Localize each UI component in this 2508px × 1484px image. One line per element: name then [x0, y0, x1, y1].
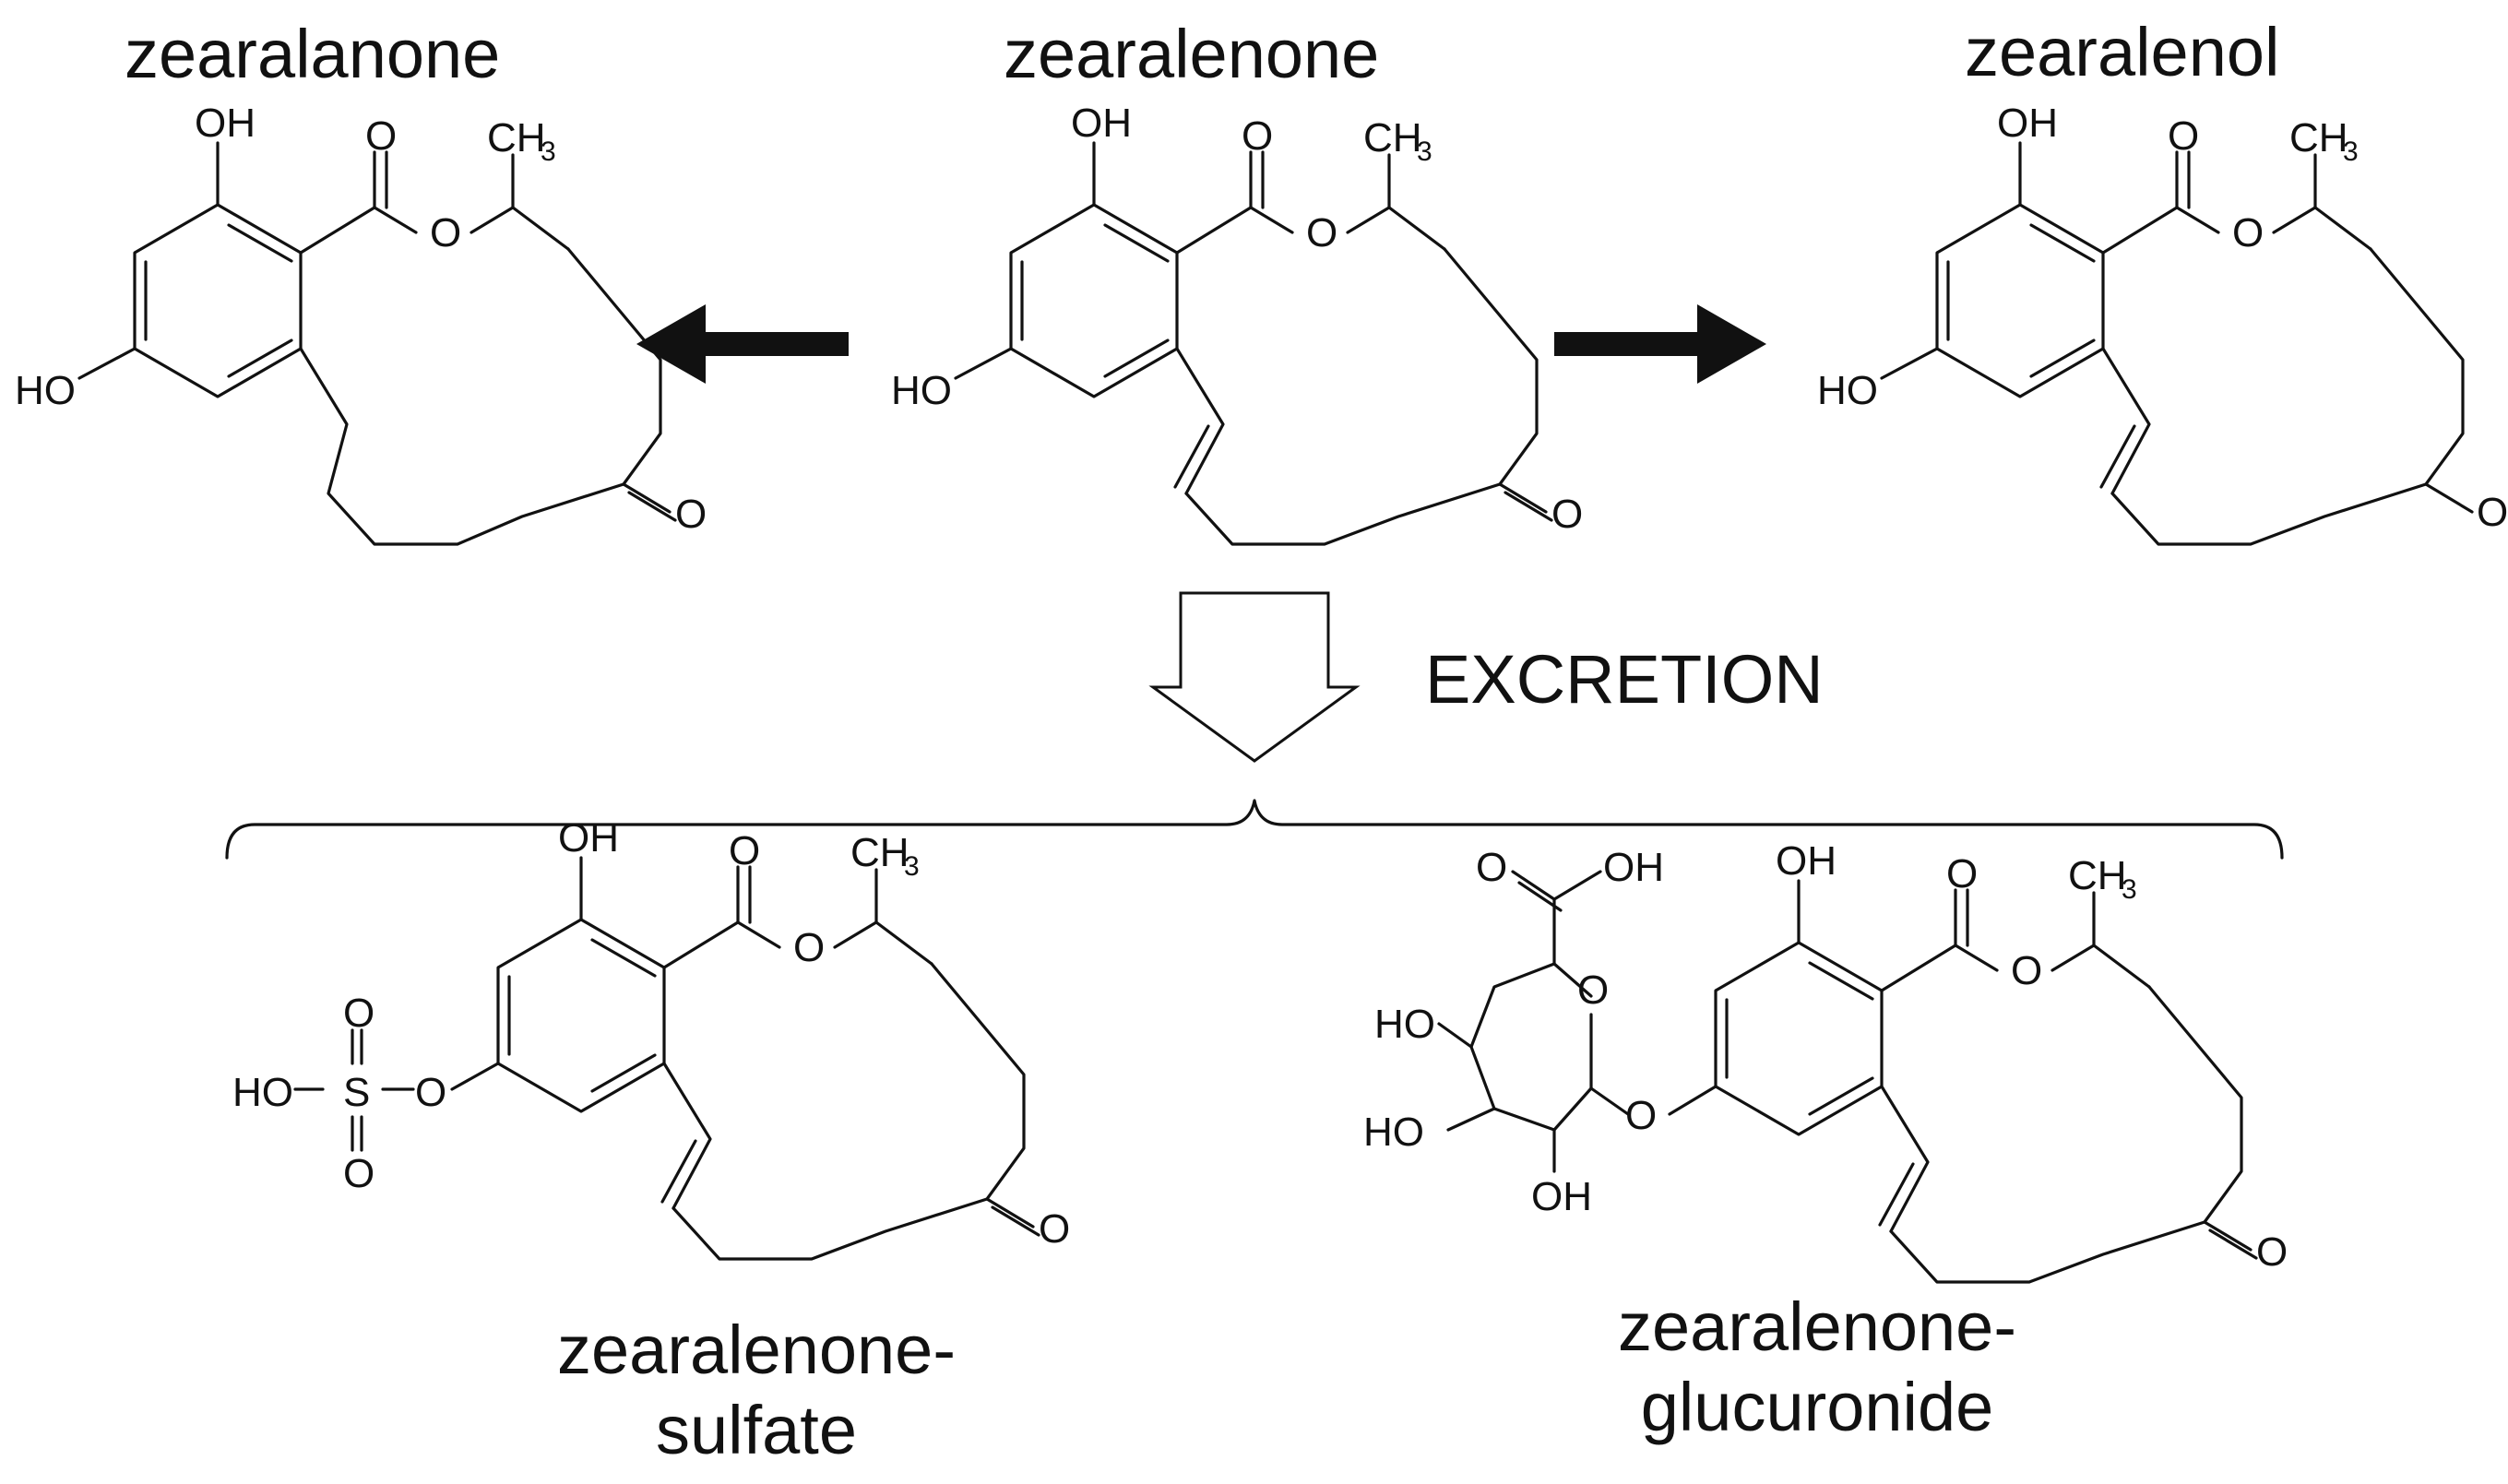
- atom-label: OH: [1071, 101, 1132, 146]
- title-line-1: zearalenone-: [1618, 1288, 2016, 1365]
- atom-label: OH: [1997, 101, 2058, 146]
- arrow-right-icon: [1554, 304, 1766, 384]
- title-line-2: sulfate: [655, 1392, 858, 1469]
- arrow-left-icon: [636, 304, 849, 384]
- atom-label: O: [1551, 492, 1583, 537]
- atom-label: 3: [2343, 137, 2359, 167]
- structure-zearalenone: OH HO O O CH 3 O: [891, 101, 1583, 544]
- compound-title-zearalenone-sulfate: zearalenone- sulfate: [526, 1310, 987, 1471]
- atom-label: OH: [1531, 1174, 1592, 1219]
- atom-label: O: [2011, 948, 2042, 993]
- atom-label: 3: [904, 851, 920, 882]
- atom-label: O: [729, 828, 760, 873]
- brace: [225, 799, 2284, 860]
- atom-label: O: [2256, 1229, 2288, 1275]
- atom-label: 3: [2122, 874, 2137, 905]
- atom-label: OH: [1776, 838, 1836, 884]
- atom-label: O: [1242, 113, 1273, 159]
- excretion-label: EXCRETION: [1425, 641, 1824, 718]
- compound-title-zearalenone-glucuronide: zearalenone- glucuronide: [1559, 1287, 2075, 1448]
- atom-label: O: [415, 1070, 446, 1115]
- atom-label: O: [1476, 845, 1507, 890]
- atom-label: CH: [1363, 115, 1422, 160]
- atom-label: CH: [2289, 115, 2348, 160]
- atom-label: HO: [15, 368, 76, 413]
- atom-label: S: [343, 1070, 370, 1115]
- atom-label: HO: [1374, 1002, 1435, 1047]
- atom-label: O: [675, 492, 707, 537]
- atom-label: O: [343, 1151, 374, 1196]
- atom-label: HO: [891, 368, 952, 413]
- atom-label: O: [793, 925, 825, 970]
- atom-label: O: [1306, 210, 1337, 255]
- atom-label: OH: [195, 101, 256, 146]
- atom-label: 3: [541, 137, 556, 167]
- compound-title-zearalanone: zearalanone: [125, 16, 501, 92]
- atom-label: HO: [232, 1070, 293, 1115]
- atom-label: O: [1577, 968, 1609, 1013]
- atom-label: OH: [1603, 845, 1664, 890]
- excretion-arrow-icon: [1148, 591, 1361, 763]
- structure-zearalanone: OH HO O O CH 3 O: [15, 101, 707, 544]
- atom-label: CH: [2068, 853, 2127, 898]
- structure-zearalenone-sulfate: OH O S O O HO O O CH 3 O: [232, 815, 1070, 1259]
- atom-label: OH: [558, 815, 619, 861]
- atom-label: O: [2232, 210, 2264, 255]
- atom-label: O: [1625, 1093, 1657, 1138]
- compound-title-zearalenol: zearalenol: [1965, 14, 2280, 90]
- atom-label: O: [1039, 1206, 1070, 1252]
- structure-zearalenone-glucuronide: OH O O O OH HO HO OH O O CH 3 O: [1363, 838, 2288, 1282]
- atom-label: CH: [850, 830, 909, 875]
- atom-label: CH: [487, 115, 546, 160]
- atom-label: O: [343, 991, 374, 1036]
- atom-label: O: [2168, 113, 2199, 159]
- title-line-2: glucuronide: [1640, 1369, 1994, 1446]
- atom-label: O: [365, 113, 397, 159]
- atom-label: 3: [1417, 137, 1432, 167]
- structure-zearalenol: OH HO O O CH 3 OH: [1817, 101, 2508, 544]
- atom-label: O: [1946, 851, 1978, 896]
- atom-label: HO: [1817, 368, 1878, 413]
- compound-title-zearalenone: zearalenone: [1004, 16, 1380, 92]
- atom-label: OH: [2477, 490, 2508, 535]
- title-line-1: zearalenone-: [557, 1312, 956, 1388]
- atom-label: O: [430, 210, 461, 255]
- atom-label: HO: [1363, 1110, 1424, 1155]
